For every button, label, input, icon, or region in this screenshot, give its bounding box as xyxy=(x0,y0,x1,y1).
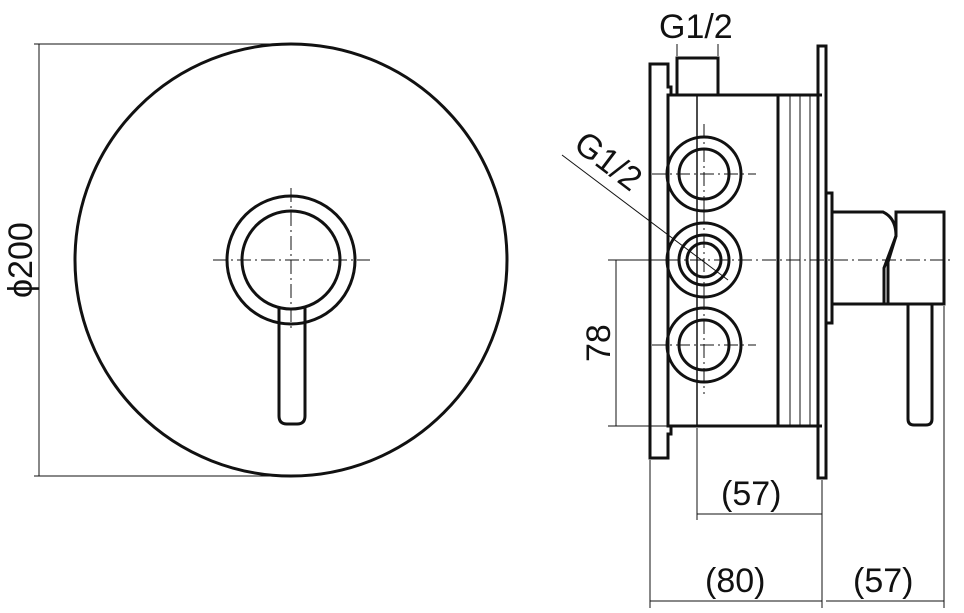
spacing-label: 78 xyxy=(580,324,618,362)
handle-depth-dimension: (57) xyxy=(826,306,945,608)
thread-side-leader xyxy=(561,154,729,281)
lever-side xyxy=(906,304,934,427)
body-depth-dimension: (57) xyxy=(696,428,823,520)
thread-top-label: G1/2 xyxy=(659,8,733,46)
body-depth-label: (57) xyxy=(721,475,781,513)
side-view xyxy=(642,44,954,480)
total-depth-dimension: (80) xyxy=(649,460,823,608)
thread-top-dimension: G1/2 xyxy=(659,8,733,56)
handle-depth-label: (57) xyxy=(853,562,913,600)
ports xyxy=(652,124,756,394)
lever xyxy=(277,308,307,426)
handle-knob xyxy=(882,210,946,306)
thread-side-label: G1/2 xyxy=(567,124,649,199)
top-port xyxy=(675,56,720,95)
front-view xyxy=(73,42,509,478)
total-depth-label: (80) xyxy=(705,562,765,600)
spacing-dimension: 78 xyxy=(580,259,667,427)
thread-side-dimension: G1/2 xyxy=(561,124,729,281)
diameter-label: ϕ200 xyxy=(2,222,40,298)
diameter-dimension: ϕ200 xyxy=(2,43,291,477)
